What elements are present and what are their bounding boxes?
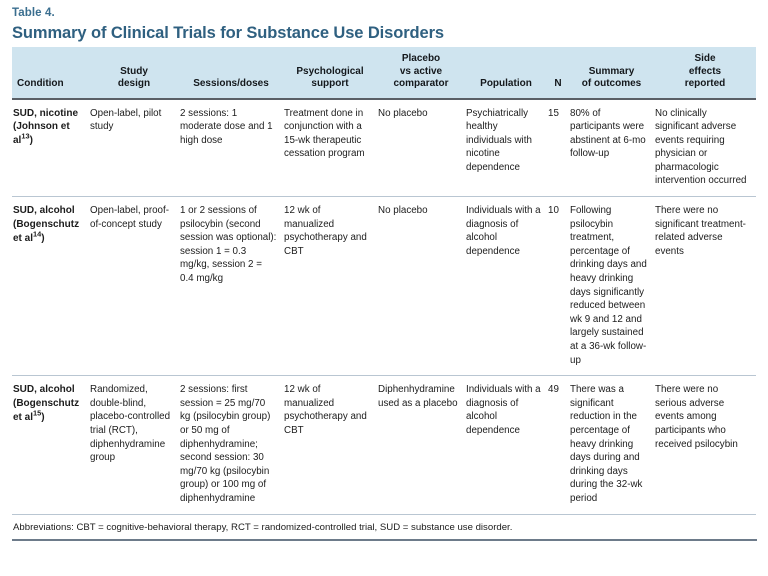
cell-population: Individuals with a diagnosis of alcohol … <box>465 196 547 377</box>
column-header-side-effects-line2: effects <box>688 65 722 77</box>
cell-condition: SUD, alcohol (Bogenschutz et al14) <box>12 196 89 377</box>
cell-condition-text: SUD, nicotine (Johnson et al <box>13 107 79 147</box>
cell-side-effects: There were no serious adverse events amo… <box>654 375 756 515</box>
column-header-side-effects-line1: Side <box>694 53 716 64</box>
cell-condition-reference: 14 <box>33 229 42 239</box>
cell-condition-suffix: ) <box>41 232 45 244</box>
column-header-sessions-doses-label: Sessions/doses <box>193 78 269 89</box>
column-header-n-label: N <box>554 78 562 89</box>
column-header-side-effects-line3: reported <box>684 78 726 89</box>
table-body: SUD, nicotine (Johnson et al13) Open-lab… <box>12 98 756 515</box>
column-header-psych-support-line2: support <box>311 78 349 89</box>
cell-n: 10 <box>547 196 569 377</box>
column-header-study-design-line2: design <box>117 78 151 89</box>
cell-psychological-support: Treatment done in conjunction with a 15-… <box>283 98 377 198</box>
column-header-placebo-line1: Placebo <box>401 53 441 64</box>
cell-condition-suffix: ) <box>41 411 45 423</box>
cell-condition-text: SUD, alcohol (Bogenschutz et al <box>13 384 80 423</box>
cell-condition: SUD, alcohol (Bogenschutz et al15) <box>12 375 89 515</box>
column-header-summary-line1: Summary <box>588 65 635 77</box>
cell-summary-of-outcomes: Following psilocybin treatment, percenta… <box>569 196 654 377</box>
cell-condition-reference: 15 <box>33 408 42 418</box>
cell-side-effects: There were no significant treatment-rela… <box>654 196 756 377</box>
table-label: Table 4. <box>12 7 55 19</box>
table-footnote: Abbreviations: CBT = cognitive-behaviora… <box>12 515 757 541</box>
table-row: SUD, alcohol (Bogenschutz et al14) Open-… <box>12 196 756 377</box>
column-header-sessions-doses: Sessions/doses <box>179 47 283 100</box>
cell-sessions-doses: 2 sessions: first session = 25 mg/70 kg … <box>179 375 283 515</box>
cell-condition-text: SUD, alcohol (Bogenschutz et al <box>13 205 80 244</box>
column-header-condition-label: Condition <box>17 78 64 89</box>
cell-study-design: Randomized, double-blind, placebo-contro… <box>89 375 179 515</box>
cell-n: 49 <box>547 375 569 515</box>
table-row: SUD, alcohol (Bogenschutz et al15) Rando… <box>12 375 756 515</box>
column-header-psych-support-line1: Psychological <box>296 65 364 77</box>
cell-placebo-vs-active: No placebo <box>377 98 465 198</box>
cell-psychological-support: 12 wk of manualized psychotherapy and CB… <box>283 196 377 377</box>
column-header-population-label: Population <box>480 78 532 89</box>
cell-condition-suffix: ) <box>29 135 33 147</box>
cell-sessions-doses: 1 or 2 sessions of psilocybin (second se… <box>179 196 283 377</box>
cell-placebo-vs-active: No placebo <box>377 196 465 377</box>
column-header-condition: Condition <box>12 47 89 100</box>
column-header-summary-line2: of outcomes <box>581 78 642 89</box>
cell-population: Individuals with a diagnosis of alcohol … <box>465 375 547 515</box>
column-header-population: Population <box>465 47 547 100</box>
cell-n: 15 <box>547 98 569 198</box>
cell-summary-of-outcomes: 80% of participants were abstinent at 6-… <box>569 98 654 198</box>
column-header-n: N <box>547 47 569 100</box>
cell-sessions-doses: 2 sessions: 1 moderate dose and 1 high d… <box>179 98 283 198</box>
cell-side-effects: No clinically significant adverse events… <box>654 98 756 198</box>
cell-condition: SUD, nicotine (Johnson et al13) <box>12 98 89 198</box>
cell-study-design: Open-label, proof-of-concept study <box>89 196 179 377</box>
cell-psychological-support: 12 wk of manualized psychotherapy and CB… <box>283 375 377 515</box>
page-title: Summary of Clinical Trials for Substance… <box>12 24 444 42</box>
column-header-placebo-line2: vs active <box>399 65 443 77</box>
cell-summary-of-outcomes: There was a significant reduction in the… <box>569 375 654 515</box>
cell-placebo-vs-active: Diphenhydramine used as a placebo <box>377 375 465 515</box>
cell-study-design: Open-label, pilot study <box>89 98 179 198</box>
table-row: SUD, nicotine (Johnson et al13) Open-lab… <box>12 98 756 198</box>
cell-condition-reference: 13 <box>21 131 30 141</box>
cell-population: Psychiatrically healthy individuals with… <box>465 98 547 198</box>
column-header-study-design-line1: Study <box>120 65 148 77</box>
column-header-placebo-line3: comparator <box>393 78 449 89</box>
